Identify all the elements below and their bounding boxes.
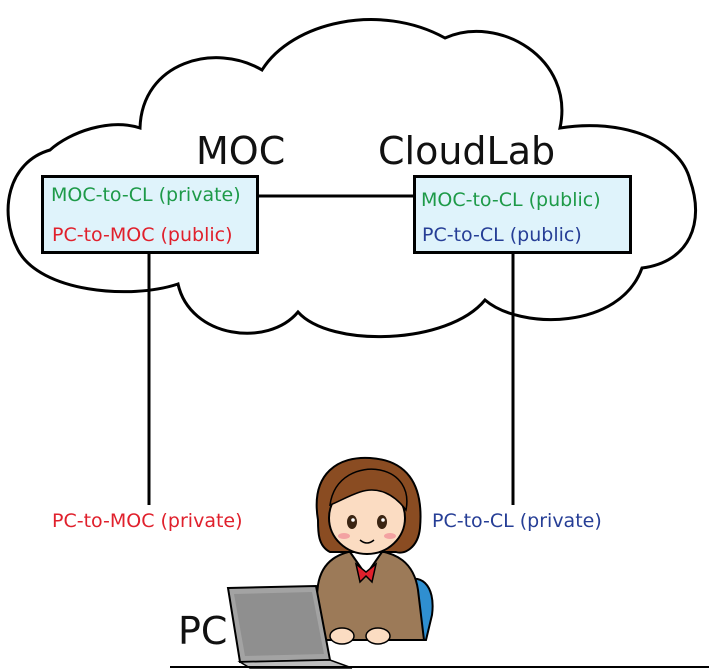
pc-to-cl-public-label: PC-to-CL (public) [422,224,582,246]
cloudlab-title: CloudLab [378,129,556,173]
pc-to-moc-private-label: PC-to-MOC (private) [52,510,243,532]
pc-to-moc-public-label: PC-to-MOC (public) [52,224,233,246]
pc-to-cl-private-label: PC-to-CL (private) [432,510,602,532]
moc-title: MOC [196,129,286,173]
cloudlab-box [413,175,632,254]
person-with-laptop-illustration [170,456,709,669]
moc-to-cl-private-label: MOC-to-CL (private) [51,184,241,206]
pc-title: PC [178,609,228,653]
cloud-shape [6,18,698,339]
moc-box [41,175,259,254]
moc-to-cl-public-label: MOC-to-CL (public) [421,189,601,211]
